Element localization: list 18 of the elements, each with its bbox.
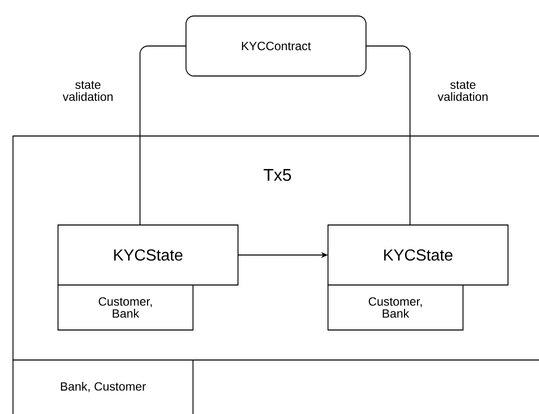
box-label: Customer, Bank [368,297,422,318]
connector-line [140,46,186,226]
title-text: Tx5 [264,169,291,181]
box-label: Customer, Bank [98,297,152,318]
party-box [328,284,464,330]
state-box [328,224,508,286]
box-label: Bank, Customer [60,382,146,392]
connector-line [366,46,410,226]
party-box [58,284,194,330]
box-label: KYCContract [242,42,311,50]
transaction-box [12,136,539,360]
box-label: KYCState [114,249,182,261]
edge-label: state validation [62,81,113,101]
edge-label: state validation [438,81,488,101]
party-box [12,360,194,414]
box-label: KYCState [384,249,452,261]
state-box [58,224,238,286]
contract-box [186,16,366,76]
